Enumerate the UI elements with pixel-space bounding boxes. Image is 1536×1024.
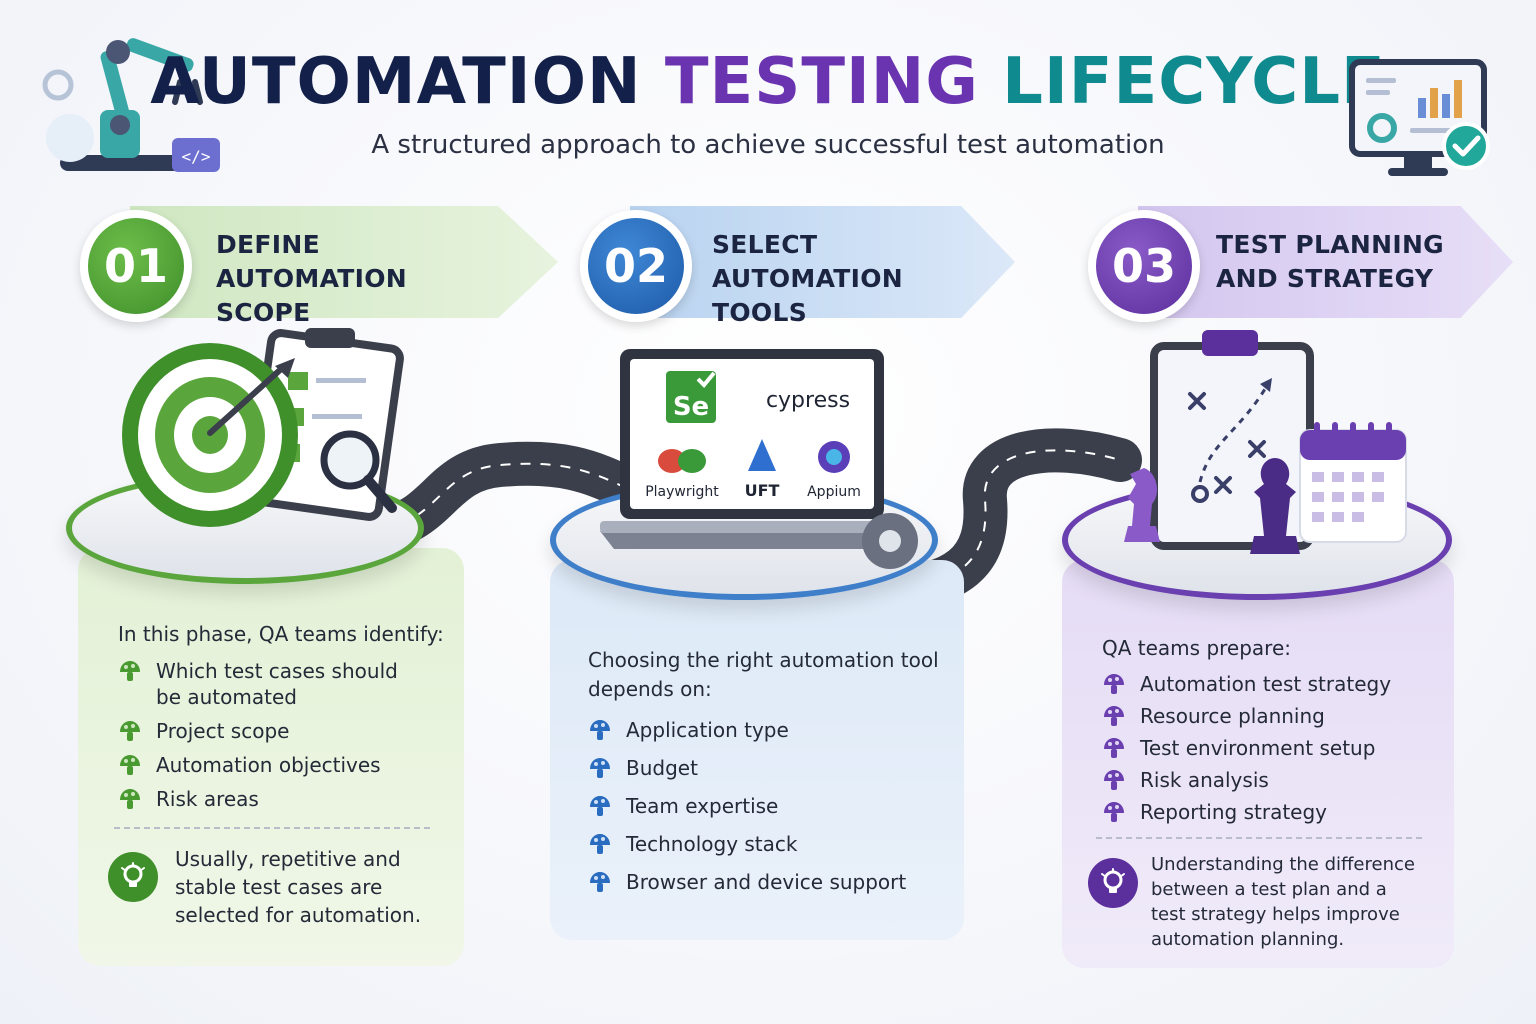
svg-text:</>: </> xyxy=(182,147,211,166)
phase-3-tip: Understanding the difference between a t… xyxy=(1151,854,1415,950)
strategy-board-icon xyxy=(1124,330,1407,554)
cypress-logo-label: cypress xyxy=(766,388,850,413)
title-part-testing: TESTING xyxy=(664,45,979,119)
mushroom-bullet-icon xyxy=(590,758,610,778)
phase-3-number: 03 xyxy=(1088,210,1200,322)
mushroom-bullet-icon xyxy=(590,796,610,816)
phase-2-card xyxy=(550,560,964,940)
list-item: Which test cases should xyxy=(118,658,398,684)
phase-3-divider xyxy=(1096,837,1422,839)
phase-3-intro: QA teams prepare: xyxy=(1102,636,1292,660)
dashboard-monitor-icon xyxy=(1349,59,1490,176)
phase-1-list: Which test cases should be automated Pro… xyxy=(118,658,398,812)
list-item: Team expertise xyxy=(588,793,906,819)
phase-1-divider xyxy=(114,827,430,829)
phase-3-list: Automation test strategy Resource planni… xyxy=(1102,671,1391,825)
list-item: Resource planning xyxy=(1102,703,1391,729)
selenium-logo-label: Se xyxy=(673,392,709,422)
mushroom-bullet-icon xyxy=(590,720,610,740)
mushroom-bullet-icon xyxy=(590,834,610,854)
title-part-lifecycle: LIFECYCLE xyxy=(1002,45,1386,119)
mushroom-bullet-icon xyxy=(1104,770,1124,790)
phase-3-banner: 03 TEST PLANNING AND STRATEGY xyxy=(1088,206,1513,322)
page-title: AUTOMATION TESTING LIFECYCLE xyxy=(0,42,1536,122)
phase-2-banner: 02 SELECT AUTOMATION TOOLS xyxy=(580,206,1015,327)
mushroom-bullet-icon xyxy=(120,789,140,809)
mushroom-bullet-icon xyxy=(1104,674,1124,694)
phase-2-intro: Choosing the right automation tool depen… xyxy=(588,648,939,701)
list-item: Budget xyxy=(588,755,906,781)
lightbulb-icon xyxy=(108,852,158,902)
lightbulb-icon xyxy=(1088,858,1138,908)
mushroom-bullet-icon xyxy=(1104,706,1124,726)
title-part-automation: AUTOMATION xyxy=(150,45,642,119)
list-item: Project scope xyxy=(118,718,398,744)
phase-2-list: Application type Budget Team expertise T… xyxy=(588,717,906,895)
mushroom-bullet-icon xyxy=(1104,738,1124,758)
list-item-continuation: be automated xyxy=(156,685,297,709)
phase-1-tip: Usually, repetitive and stable test case… xyxy=(175,847,422,927)
phase-1-number: 01 xyxy=(80,210,192,322)
list-item: Reporting strategy xyxy=(1102,799,1391,825)
list-item: Test environment setup xyxy=(1102,735,1391,761)
list-item: Automation test strategy xyxy=(1102,671,1391,697)
mushroom-bullet-icon xyxy=(590,872,610,892)
phase-1-title: DEFINE AUTOMATION SCOPE xyxy=(216,230,408,327)
list-item: Application type xyxy=(588,717,906,743)
list-item: Risk areas xyxy=(118,786,398,812)
mushroom-bullet-icon xyxy=(120,661,140,681)
phase-1-banner: 01 DEFINE AUTOMATION SCOPE xyxy=(80,206,558,327)
mushroom-bullet-icon xyxy=(120,755,140,775)
list-item: Technology stack xyxy=(588,831,906,857)
laptop-tools-icon: Se cypress Playwright UFT Appium xyxy=(600,349,918,569)
phase-2-number: 02 xyxy=(580,210,692,322)
appium-logo-label: Appium xyxy=(807,484,861,500)
phase-3-title: TEST PLANNING AND STRATEGY xyxy=(1216,230,1444,293)
mushroom-bullet-icon xyxy=(120,721,140,741)
mushroom-bullet-icon xyxy=(1104,802,1124,822)
playwright-logo-label: Playwright xyxy=(645,484,719,500)
target-checklist-icon xyxy=(122,328,404,527)
list-item: Automation objectives xyxy=(118,752,398,778)
page-subtitle: A structured approach to achieve success… xyxy=(371,130,1165,160)
phase-2-title: SELECT AUTOMATION TOOLS xyxy=(712,230,904,327)
list-item: Risk analysis xyxy=(1102,767,1391,793)
uft-logo-label: UFT xyxy=(745,481,780,500)
phase-1-intro: In this phase, QA teams identify: xyxy=(118,622,444,646)
list-item: Browser and device support xyxy=(588,869,906,895)
robot-arm-icon: </> xyxy=(42,38,220,172)
